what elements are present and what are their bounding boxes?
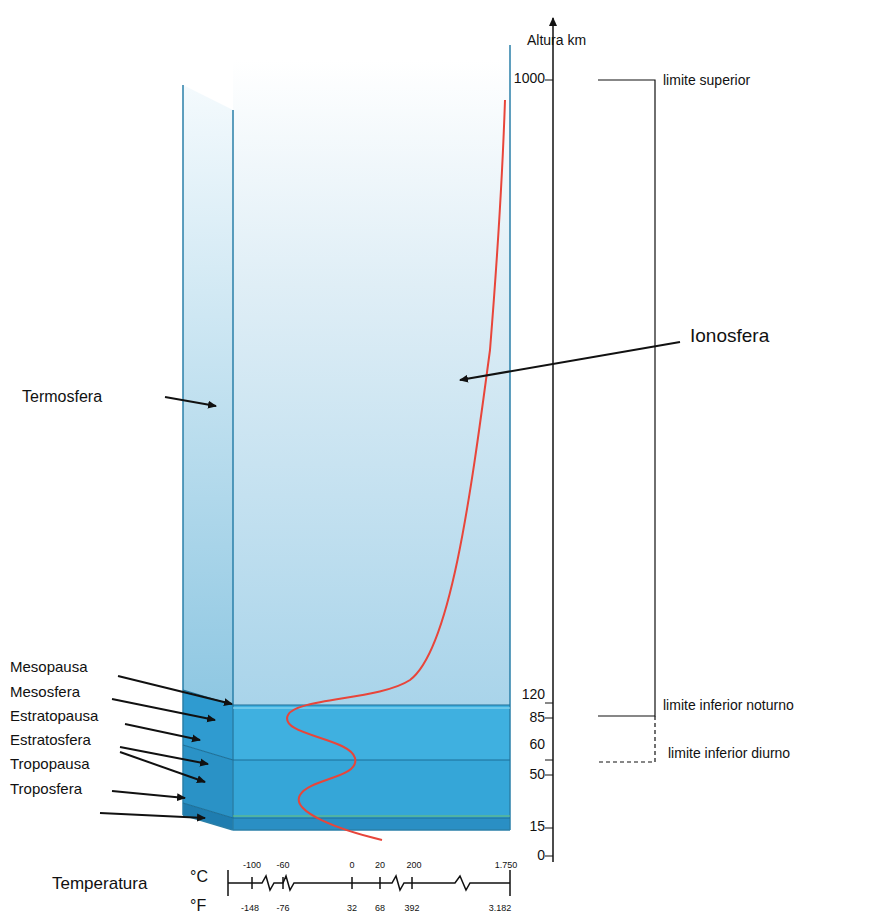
layer-label: Estratopausa (10, 707, 98, 724)
scale-unit: °C (190, 868, 208, 886)
scale-value: 1.750 (494, 860, 519, 870)
layer-label: Troposfera (10, 780, 82, 797)
scale-value: 392 (403, 903, 420, 913)
scale-value: 0 (348, 860, 355, 870)
bracket-label: limite inferior diurno (668, 745, 790, 761)
layer-label: Ionosfera (690, 325, 769, 347)
scale-value: 200 (405, 860, 422, 870)
axis-tick: 120 (522, 686, 545, 702)
scale-value: -60 (275, 860, 290, 870)
scale-value: -76 (275, 903, 290, 913)
scale-value: 68 (374, 903, 386, 913)
scale-value: 3.182 (488, 903, 513, 913)
axis-title: Altura km (527, 32, 586, 48)
bracket-label: limite inferior noturno (663, 697, 794, 713)
axis-tick: 50 (529, 766, 545, 782)
axis-tick: 0 (537, 847, 545, 863)
layer-label: Mesopausa (10, 658, 88, 675)
axis-tick: 85 (529, 709, 545, 725)
bracket-label: limite superior (663, 72, 750, 88)
axis-tick: 1000 (514, 70, 545, 86)
layer-label: Mesosfera (10, 683, 80, 700)
layer-label: Termosfera (22, 388, 102, 406)
axis-tick: 15 (529, 818, 545, 834)
scale-value: -100 (242, 860, 262, 870)
scale-title: Temperatura (52, 874, 147, 894)
scale-value: 20 (374, 860, 386, 870)
scale-value: -148 (240, 903, 260, 913)
scale-unit: °F (190, 897, 206, 915)
scale-value: 32 (346, 903, 358, 913)
layer-label: Estratosfera (10, 731, 91, 748)
axis-tick: 60 (529, 736, 545, 752)
layer-label: Tropopausa (10, 755, 90, 772)
